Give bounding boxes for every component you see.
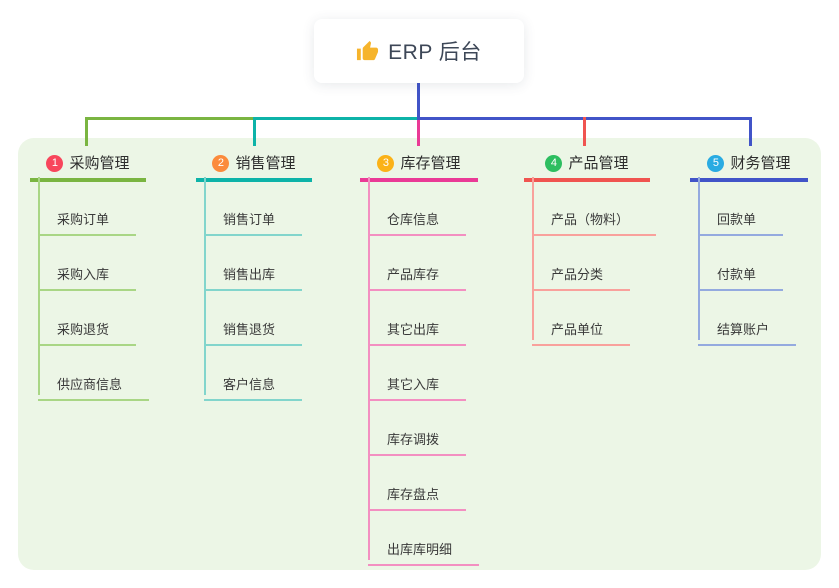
branch-header-财务管理[interactable]: 5 财务管理 [690,143,808,182]
child-node-采购订单[interactable]: 采购订单 [38,202,137,236]
child-node-产品单位[interactable]: 产品单位 [532,312,631,346]
branch-number-badge: 2 [212,155,230,172]
branch-label: 库存管理 [400,155,461,172]
branch-rail-line [253,117,420,120]
branch-trunk-line [368,177,370,560]
child-node-销售出库[interactable]: 销售出库 [204,257,303,291]
branch-header-库存管理[interactable]: 3 库存管理 [360,143,478,182]
branch-trunk-line [38,177,40,395]
branch-rail-line [85,117,256,120]
branch-drop-line [85,117,88,146]
thumbs-up-icon [357,40,379,60]
child-node-仓库信息[interactable]: 仓库信息 [368,202,467,236]
branch-label: 财务管理 [730,155,791,172]
branch-drop-line [417,117,420,146]
branch-number-badge: 5 [707,155,725,172]
child-node-付款单[interactable]: 付款单 [698,257,784,291]
child-node-客户信息[interactable]: 客户信息 [204,367,303,401]
child-node-销售订单[interactable]: 销售订单 [204,202,303,236]
child-node-其它入库[interactable]: 其它入库 [368,367,467,401]
child-node-供应商信息[interactable]: 供应商信息 [38,367,150,401]
child-node-采购入库[interactable]: 采购入库 [38,257,137,291]
child-node-出库库明细[interactable]: 出库库明细 [368,532,480,566]
child-node-库存调拨[interactable]: 库存调拨 [368,422,467,456]
branch-number-badge: 1 [46,155,64,172]
child-node-产品（物料）[interactable]: 产品（物料） [532,202,657,236]
branch-label: 产品管理 [568,155,629,172]
branch-drop-line [749,117,752,146]
child-node-采购退货[interactable]: 采购退货 [38,312,137,346]
child-node-其它出库[interactable]: 其它出库 [368,312,467,346]
branch-drop-line [583,117,586,146]
child-node-库存盘点[interactable]: 库存盘点 [368,477,467,511]
branch-number-badge: 3 [377,155,395,172]
child-node-结算账户[interactable]: 结算账户 [698,312,797,346]
branch-label: 采购管理 [69,155,130,172]
child-node-回款单[interactable]: 回款单 [698,202,784,236]
root-stem-line [417,83,420,120]
child-node-销售退货[interactable]: 销售退货 [204,312,303,346]
branch-trunk-line [698,177,700,340]
child-node-产品分类[interactable]: 产品分类 [532,257,631,291]
branch-trunk-line [532,177,534,340]
branch-trunk-line [204,177,206,395]
branch-header-采购管理[interactable]: 1 采购管理 [30,143,146,182]
child-node-产品库存[interactable]: 产品库存 [368,257,467,291]
branch-header-产品管理[interactable]: 4 产品管理 [524,143,650,182]
branch-drop-line [253,117,256,146]
root-node-label: ERP 后台 [388,41,482,64]
mindmap-canvas [18,138,821,570]
branch-number-badge: 4 [545,155,563,172]
branch-label: 销售管理 [235,155,296,172]
root-node[interactable]: ERP 后台 [314,19,524,83]
branch-header-销售管理[interactable]: 2 销售管理 [196,143,312,182]
